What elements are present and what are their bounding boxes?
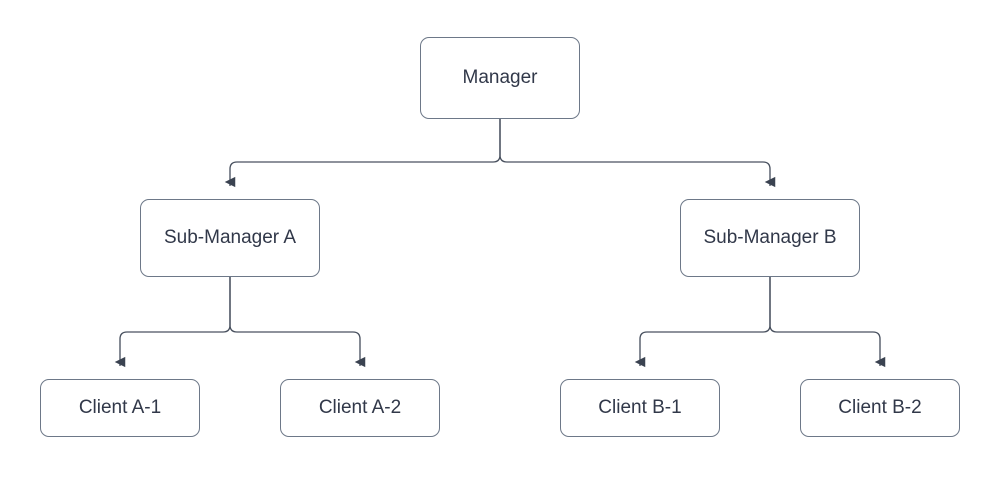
node-client-b-1-label: Client B-1 (598, 396, 682, 418)
node-manager[interactable]: Manager (420, 37, 580, 119)
edge-sub-manager-a-to-client-a-2 (229, 277, 366, 368)
edge-sub-manager-b-to-client-b-2 (769, 277, 886, 368)
node-sub-manager-b-label: Sub-Manager B (703, 226, 837, 248)
node-client-a-2-label: Client A-2 (318, 396, 402, 418)
node-client-b-2[interactable]: Client B-2 (800, 379, 960, 437)
node-client-b-1[interactable]: Client B-1 (560, 379, 720, 437)
node-sub-manager-b[interactable]: Sub-Manager B (680, 199, 860, 277)
node-client-a-1[interactable]: Client A-1 (40, 379, 200, 437)
node-client-b-2-label: Client B-2 (838, 396, 922, 418)
node-sub-manager-a-label: Sub-Manager A (163, 226, 297, 248)
edge-manager-to-sub-manager-a (224, 119, 501, 188)
node-client-a-1-label: Client A-1 (78, 396, 162, 418)
edge-manager-to-sub-manager-b (499, 119, 776, 188)
node-sub-manager-a[interactable]: Sub-Manager A (140, 199, 320, 277)
node-client-a-2[interactable]: Client A-2 (280, 379, 440, 437)
edge-sub-manager-a-to-client-a-1 (114, 277, 231, 368)
edge-sub-manager-b-to-client-b-1 (634, 277, 771, 368)
node-manager-label: Manager (462, 66, 538, 88)
